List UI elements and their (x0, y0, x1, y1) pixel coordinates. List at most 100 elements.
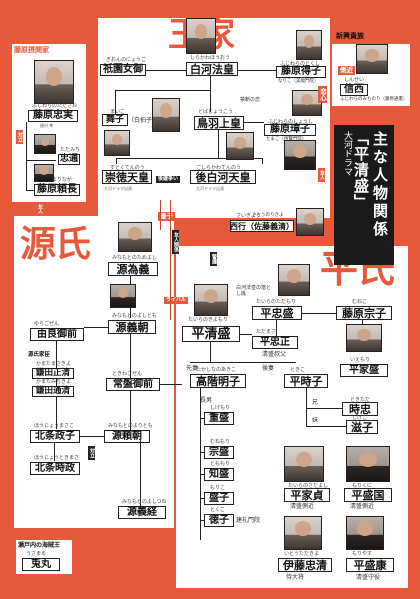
photo-tameyoshi (118, 222, 152, 252)
person-tokiko[interactable]: 平時子 (284, 374, 328, 388)
photo-yoshitomo (110, 284, 136, 308)
photo-toba (152, 98, 180, 132)
person-gion[interactable]: 祇園女御 (100, 64, 146, 76)
ruby-tokiko: ときこ (290, 367, 306, 373)
person-iemori[interactable]: 平家盛 (340, 364, 388, 377)
photo-moriyasu (346, 516, 384, 550)
ruby-tokitada: ときただ (350, 397, 371, 403)
ruby-tadamori: たいらのただもり (256, 299, 297, 305)
person-tomomori[interactable]: 知盛 (204, 468, 234, 481)
person-sutoku[interactable]: 崇徳天皇 (102, 170, 152, 184)
caption-tadazane: 國村 隼 (40, 123, 54, 128)
person-moriyasu[interactable]: 平盛康 (346, 558, 394, 572)
person-yoshitomo[interactable]: 源義朝 (108, 320, 156, 334)
person-masakiyo[interactable]: 鎌田正清 (32, 368, 74, 379)
person-tadamasa[interactable]: 平忠正 (252, 336, 298, 349)
line-tadamori-muneko (302, 313, 336, 314)
person-tokuko[interactable]: 徳子 (204, 514, 234, 527)
person-tadazane[interactable]: 藤原忠実 (28, 110, 78, 122)
tag-guard: 警護 (210, 252, 217, 266)
ruby-yoritomo: みなもとのよりとも (108, 423, 153, 429)
line-sutoku (116, 158, 117, 164)
line-tokiwa-kiyomori (160, 384, 182, 385)
photo-tadakiyo (284, 516, 322, 550)
person-yorinaga[interactable]: 藤原頼長 (34, 184, 80, 196)
ruby-shirakawa: しらかわほうおう (190, 55, 231, 61)
sub-shoshi: たまこ（待賢門院） (266, 137, 306, 143)
person-shoshi[interactable]: 藤原璋子 (264, 124, 316, 136)
person-tokitada[interactable]: 時忠 (342, 402, 378, 416)
person-muneko[interactable]: 藤原宗子 (336, 306, 392, 320)
person-usumaru[interactable]: 兎丸 (22, 558, 60, 571)
person-sadayoshi[interactable]: 平家貞 (284, 488, 330, 502)
tag-raibaru: ライバル (164, 297, 188, 304)
tag-girl: 建礼門院 (236, 517, 261, 524)
title-main: 「平清盛」 (352, 130, 370, 210)
tag-rival-fujiwara: 対立 (16, 130, 23, 144)
photo-yorinaga (34, 164, 54, 182)
line-kiyomori-down (210, 342, 211, 362)
ruby-muneko: むねこ (352, 299, 368, 305)
person-tokimasa[interactable]: 北条時政 (30, 462, 80, 475)
photo-sutoku (104, 130, 130, 156)
line-kids-1 (200, 418, 204, 419)
tag-rival-genji: 対立 (88, 446, 95, 460)
tag-sister: 妹 (312, 417, 319, 424)
connector-imperial-genji (160, 200, 161, 230)
person-maiko[interactable]: 舞子 (102, 114, 128, 126)
line-yoshitomo-yurago (84, 327, 108, 328)
person-masako[interactable]: 北条政子 (30, 430, 80, 443)
person-michikiyo[interactable]: 鎌田通清 (32, 386, 74, 397)
photo-shinzei (356, 44, 388, 74)
line-masako-down (54, 443, 55, 461)
person-akiko[interactable]: 高階明子 (190, 374, 246, 388)
tag-eldest: 長男 (200, 397, 213, 404)
line-goshirakawa (262, 158, 263, 164)
person-munemori[interactable]: 宗盛 (204, 446, 234, 459)
person-shinzei[interactable]: 信西 (340, 84, 368, 96)
line-tadamori-down (276, 320, 277, 340)
person-goshirakawa[interactable]: 後白河天皇 (190, 170, 256, 184)
person-yoritomo[interactable]: 源頼朝 (104, 430, 150, 443)
photo-sadayoshi (284, 446, 324, 482)
person-kiyomori[interactable]: 平清盛 (182, 326, 240, 342)
line-shirakawa-down (210, 76, 211, 112)
person-tadamori[interactable]: 平忠盛 (252, 306, 302, 320)
title-sub: 主な人物関係 (371, 131, 389, 239)
person-tokushi[interactable]: 藤原得子 (276, 66, 326, 78)
person-moriko[interactable]: 盛子 (204, 492, 234, 505)
photo-tadamichi (34, 134, 56, 154)
ruby-iemori: いえもり (350, 357, 371, 363)
ruby-tokimasa: ほうじょうときまさ (34, 455, 80, 461)
ruby-tokuko: とくこ (210, 507, 225, 513)
person-tameyoshi[interactable]: 源為義 (108, 262, 158, 276)
person-tadamichi[interactable]: 忠通 (58, 154, 80, 165)
person-yurago[interactable]: 由良御前 (30, 328, 84, 341)
person-morikuni[interactable]: 平盛国 (344, 488, 392, 502)
person-shirakawa[interactable]: 白河法皇 (186, 62, 238, 76)
photo-shoshi (292, 90, 322, 116)
tag-kinshin: 禁断の恋 (240, 97, 261, 103)
ruby-morikuni: もりくに (352, 483, 373, 489)
person-shigeko[interactable]: 滋子 (346, 420, 378, 434)
ruby-sutoku: すとくてんのう (110, 165, 145, 171)
line-kiyomori-to-tadamori (240, 334, 252, 335)
person-saigyo[interactable]: 西行（佐藤義清） (230, 220, 294, 232)
person-toba[interactable]: 鳥羽上皇 (194, 116, 244, 130)
line-akiko-down (200, 388, 201, 540)
line-kids-2 (200, 452, 204, 453)
ruby-yurago: ゆらごぜん (34, 321, 60, 327)
person-tadakiyo[interactable]: 伊藤忠清 (278, 558, 332, 572)
ruby-akiko: たかしなのあきこ (196, 367, 237, 373)
line-tokiko-down (306, 388, 307, 426)
line-kids-3 (200, 474, 204, 475)
person-shigemori[interactable]: 重盛 (204, 412, 234, 425)
person-yoshitsune[interactable]: 源義経 (118, 506, 166, 519)
ruby-yoshitomo: みなもとのよしとも (112, 313, 157, 319)
ruby-yorinaga: よりなが (52, 177, 72, 183)
photo-tadazane (34, 60, 74, 104)
ruby-toba: とばじょうこう (198, 109, 234, 115)
person-tokiwa[interactable]: 常盤御前 (106, 378, 160, 391)
tag-first: 先妻 (186, 365, 199, 372)
tag-adopt: 養子 (158, 212, 175, 221)
